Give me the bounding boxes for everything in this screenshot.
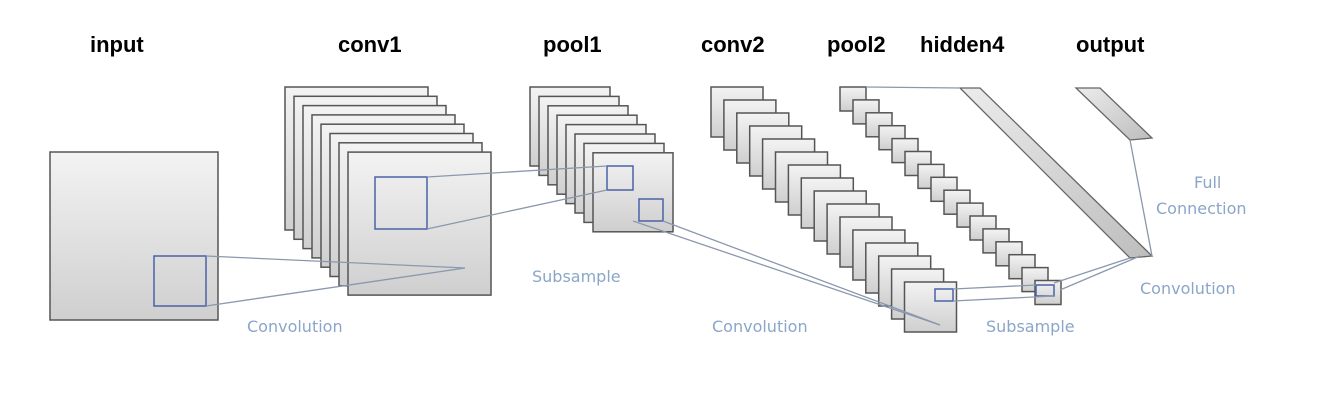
label-full-connection-line2: Connection <box>1156 199 1247 218</box>
header-pool2: pool2 <box>827 32 886 57</box>
pool1-window-b <box>638 198 664 222</box>
connection-line-4 <box>426 189 608 230</box>
label-convolution-2: Convolution <box>712 317 808 336</box>
header-hidden4: hidden4 <box>920 32 1005 57</box>
conv2-stack <box>710 86 958 333</box>
connection-line-1 <box>205 255 466 269</box>
header-conv1: conv1 <box>338 32 402 57</box>
pool1-map-8 <box>592 152 674 233</box>
connection-line-8 <box>952 295 1055 302</box>
header-input: input <box>90 32 144 57</box>
label-subsample-2: Subsample <box>986 317 1075 336</box>
header-pool1: pool1 <box>543 32 602 57</box>
pool1-window-a <box>606 165 634 191</box>
connection-line-11 <box>1059 255 1141 291</box>
pool1-stack <box>529 86 674 233</box>
connection-line-12 <box>1129 139 1153 257</box>
input-layer <box>49 151 219 321</box>
connection-line-3 <box>426 165 608 178</box>
label-convolution-1: Convolution <box>247 317 343 336</box>
header-output: output <box>1076 32 1145 57</box>
pool2-map-16 <box>1034 279 1062 306</box>
input-receptive-window <box>153 255 207 307</box>
connection-line-9 <box>865 86 961 89</box>
connection-line-10 <box>1053 257 1131 284</box>
conv2-receptive-window <box>934 288 954 302</box>
header-conv2: conv2 <box>701 32 765 57</box>
label-full-connection-line1: Full <box>1194 173 1221 192</box>
label-convolution-3: Convolution <box>1140 279 1236 298</box>
label-subsample-1: Subsample <box>532 267 621 286</box>
connection-line-5 <box>632 220 941 326</box>
conv1-map-8 <box>347 151 492 296</box>
connection-lines <box>205 86 1153 326</box>
connection-line-2 <box>205 267 466 307</box>
conv1-receptive-window <box>374 176 428 230</box>
pool2-stack <box>839 86 1062 306</box>
output-bar <box>1074 87 1154 141</box>
connection-line-7 <box>952 284 1037 290</box>
conv2-map-16 <box>903 281 958 333</box>
connection-line-6 <box>662 220 941 326</box>
input-plane <box>49 151 219 321</box>
